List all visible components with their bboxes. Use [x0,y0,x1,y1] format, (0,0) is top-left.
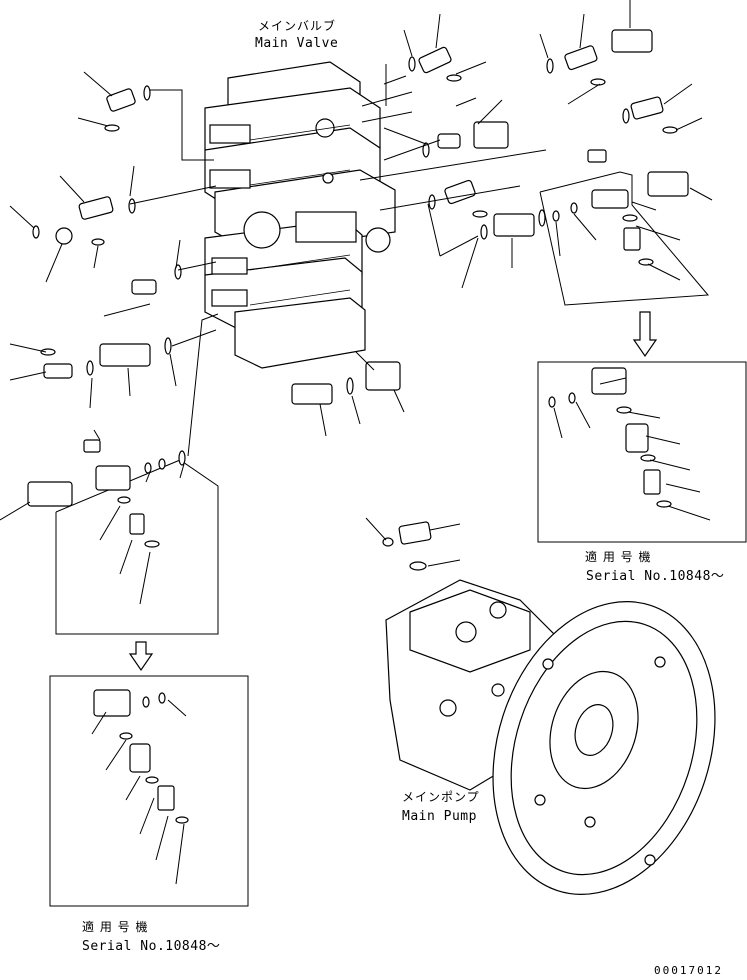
main-valve-label-jp: メインバルブ [258,18,336,33]
upper-right-group [539,149,710,306]
serial-label-jp-right: 適 用 号 機 [585,549,651,564]
lower-left-group [55,439,219,635]
main-valve-label-en: Main Valve [255,36,338,51]
main-pump-label-jp: メインポンプ [402,790,480,804]
leader-lines [0,0,713,885]
serial-label-en-left: Serial No.10848～ [82,939,220,954]
figure-number: 00017012 [654,964,723,977]
main-pump [382,521,716,895]
serial-label-en-right: Serial No.10848～ [586,569,724,584]
main-valve-body [204,61,396,369]
serial-label-jp-left: 適 用 号 機 [82,919,148,934]
connector-lines [129,64,547,457]
alternate-parts-right [537,311,747,543]
valve-fittings [27,29,678,507]
main-pump-label-en: Main Pump [402,809,477,824]
alternate-parts-left [49,641,249,907]
